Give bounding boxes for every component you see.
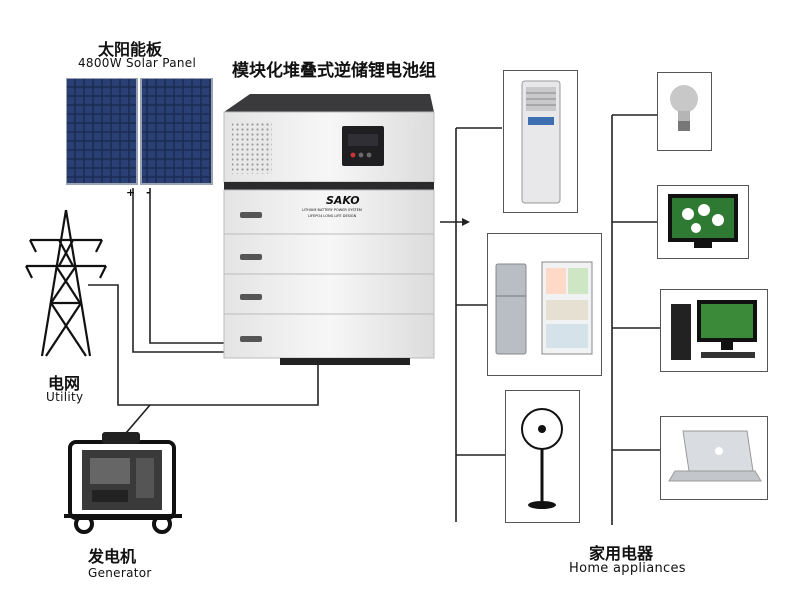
battery-line2: LIFEPO4 LONG LIFE DESIGN (308, 214, 357, 218)
air-conditioner-box (503, 70, 578, 213)
desktop-computer-icon (671, 300, 757, 360)
laptop-box (660, 416, 768, 500)
tv-box (657, 185, 749, 259)
generator-icon (64, 432, 182, 534)
solar-minus: - (146, 186, 151, 199)
diagram-title: 模块化堆叠式逆储锂电池组 (232, 61, 436, 81)
solar-negative-wire (149, 188, 243, 344)
battery-line1: LITHIUM BATTERY POWER SYSTEM (302, 208, 362, 212)
utility-wire (88, 284, 319, 406)
utility-label-en: Utility (46, 390, 84, 404)
tv-icon (668, 194, 738, 248)
solar-label-cn: 太阳能板 (98, 40, 163, 59)
light-bulb-box (657, 72, 712, 151)
generator-label-cn: 发电机 (88, 547, 137, 566)
solar-positive-wire (132, 188, 243, 353)
battery-brand: SAKO (326, 194, 360, 207)
refrigerator-icon (495, 261, 593, 355)
desktop-computer-box (660, 289, 768, 372)
appliances-label-en: Home appliances (569, 561, 686, 576)
solar-label-en: 4800W Solar Panel (78, 56, 197, 70)
air-conditioner-icon (521, 80, 561, 204)
power-tower-icon (25, 209, 107, 357)
solar-panel-icon (66, 78, 213, 185)
refrigerator-box (487, 233, 602, 376)
laptop-icon (668, 430, 762, 482)
battery-stack-icon: SAKO LITHIUM BATTERY POWER SYSTEM LIFEPO… (220, 92, 440, 367)
solar-plus: + (126, 186, 136, 199)
fan-box (505, 390, 580, 523)
light-bulb-icon (670, 85, 698, 131)
fan-icon (521, 408, 563, 509)
utility-label-cn: 电网 (48, 374, 81, 393)
generator-label-en: Generator (88, 566, 152, 580)
appliances-label-cn: 家用电器 (589, 544, 654, 563)
